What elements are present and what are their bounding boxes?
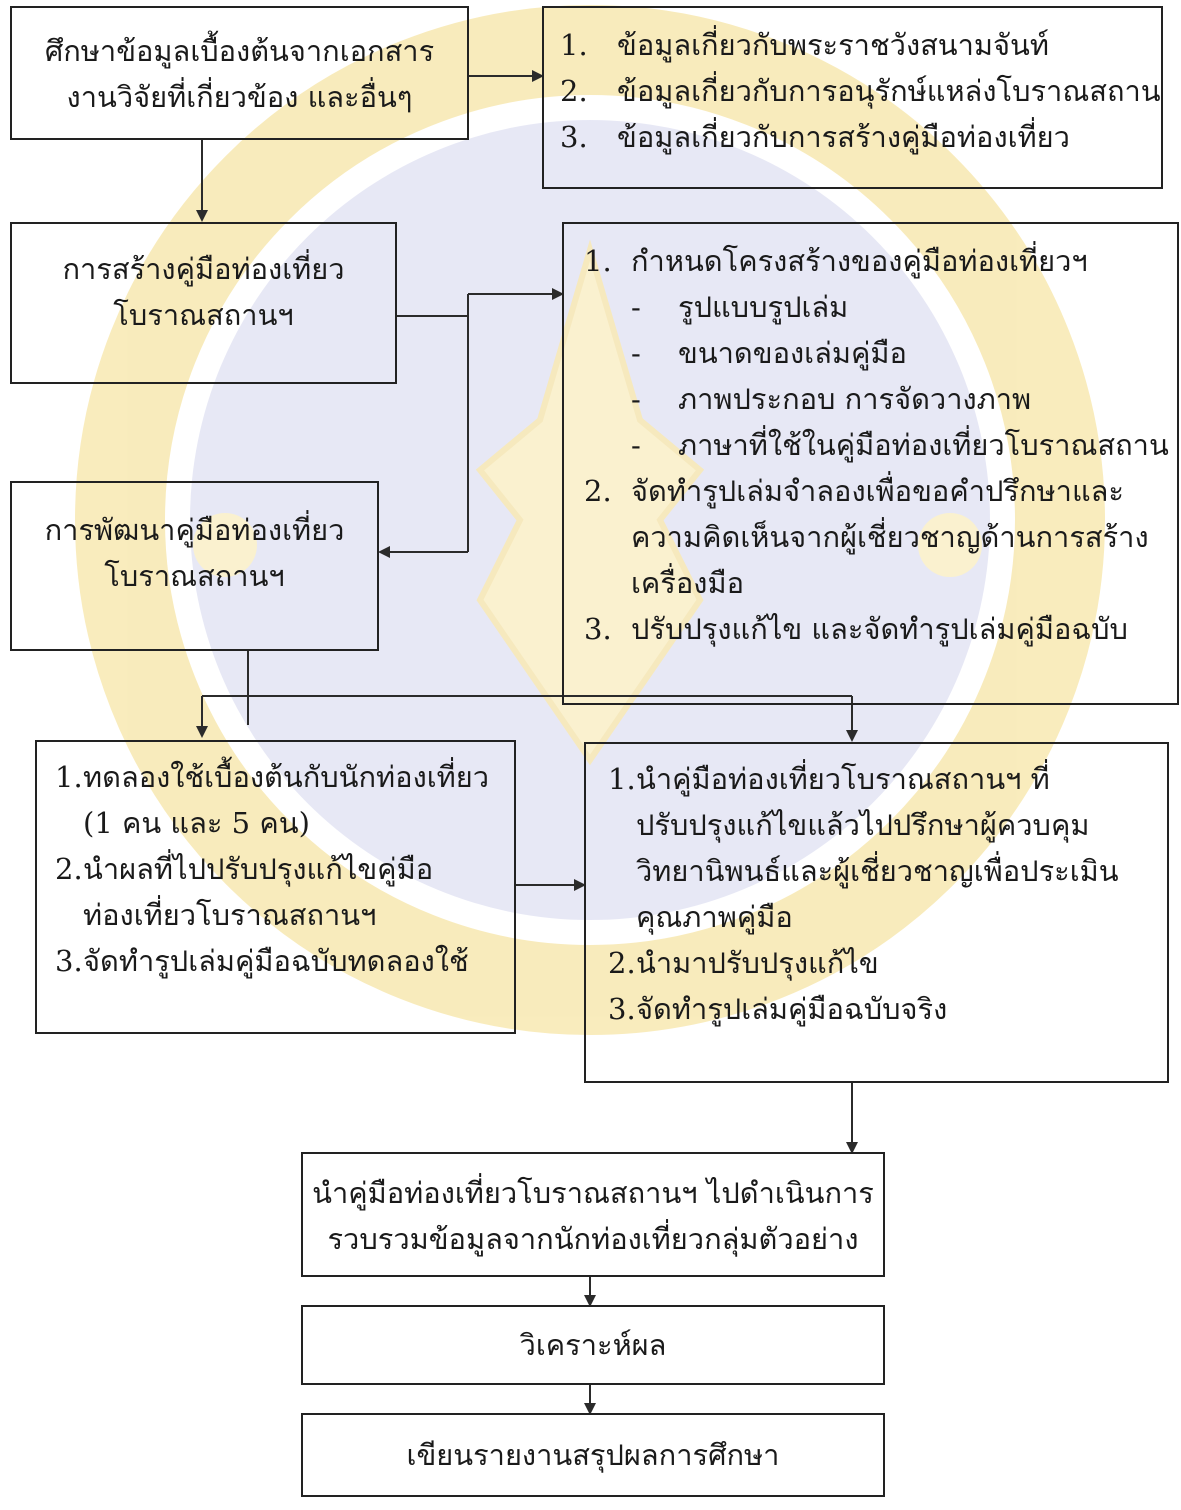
box-create: การสร้างคู่มือท่องเที่ยว โบราณสถานฯ [10,222,397,384]
evaluate-num-1: 1. [608,762,636,796]
evaluate-text-3-line-1: จัดทำรูปเล่มคู่มือฉบับจริง [636,992,948,1026]
trial-text-1-line-2: (1 คน และ 5 คน) [83,806,310,840]
watermark-left-ornament [193,513,257,577]
create-detail-sub-2: - ขนาดของเล่มคู่มือ [564,330,1177,376]
box-evaluate: 1. นำคู่มือท่องเที่ยวโบราณสถานฯ ที่ ปรับ… [584,742,1169,1083]
trial-text-2-line-1: นำผลที่ไปปรับปรุงแก้ไขคู่มือ [83,852,434,886]
report-text: เขียนรายงานสรุปผลการศึกษา [406,1438,780,1472]
study-line-2: งานวิจัยที่เกี่ยวข้อง และอื่นๆ [66,80,413,114]
trial-text-2-line-2: ท่องเที่ยวโบราณสถานฯ [83,898,377,932]
box-create-detail: 1. กำหนดโครงสร้างของคู่มือท่องเที่ยวฯ - … [562,222,1179,705]
trial-item-1: 1. ทดลองใช้เบื้องต้นกับนักท่องเที่ยว (1 … [37,754,514,846]
study-info-text-2: ข้อมูลเกี่ยวกับการอนุรักษ์แหล่งโบราณสถาน [617,74,1161,108]
study-info-item-3: 3. ข้อมูลเกี่ยวกับการสร้างคู่มือท่องเที่… [544,114,1161,160]
trial-item-3: 3. จัดทำรูปเล่มคู่มือฉบับทดลองใช้ [37,938,514,984]
create-detail-text-3: ปรับปรุงแก้ไข และจัดทำรูปเล่มคู่มือฉบับ [631,612,1128,646]
trial-num-2: 2. [55,852,83,886]
create-detail-text-2-line-1: จัดทำรูปเล่มจำลองเพื่อขอคำปรึกษาและ [631,474,1124,508]
evaluate-text-2-line-1: นำมาปรับปรุงแก้ไข [636,946,879,980]
trial-num-3: 3. [55,944,83,978]
create-detail-sub-text-2: ขนาดของเล่มคู่มือ [678,336,907,370]
evaluate-item-2: 2. นำมาปรับปรุงแก้ไข [586,940,1167,986]
create-detail-dash-4: - [631,428,641,462]
study-info-num-2: 2. [560,74,588,108]
box-collect: นำคู่มือท่องเที่ยวโบราณสถานฯ ไปดำเนินการ… [301,1152,885,1277]
analyze-text: วิเคราะห์ผล [519,1328,667,1362]
evaluate-text-1-line-3: วิทยานิพนธ์และผู้เชี่ยวชาญเพื่อประเมิน [636,854,1119,888]
create-detail-text-1: กำหนดโครงสร้างของคู่มือท่องเที่ยวฯ [631,244,1088,278]
create-detail-sub-text-4: ภาษาที่ใช้ในคู่มือท่องเที่ยวโบราณสถาน [678,428,1169,462]
create-detail-num-1: 1. [584,244,612,278]
study-line-1: ศึกษาข้อมูลเบื้องต้นจากเอกสาร [44,34,435,68]
study-info-item-1: 1. ข้อมูลเกี่ยวกับพระราชวังสนามจันท์ [544,22,1161,68]
trial-text-3-line-1: จัดทำรูปเล่มคู่มือฉบับทดลองใช้ [83,944,469,978]
box-study-info: 1. ข้อมูลเกี่ยวกับพระราชวังสนามจันท์ 2. … [542,6,1163,189]
create-detail-sub-1: - รูปแบบรูปเล่ม [564,284,1177,330]
watermark-crown [475,239,705,766]
evaluate-num-3: 3. [608,992,636,1026]
create-detail-sub-4: - ภาษาที่ใช้ในคู่มือท่องเที่ยวโบราณสถาน [564,422,1177,468]
create-detail-dash-2: - [631,336,641,370]
create-detail-num-2: 2. [584,474,612,508]
create-detail-sub-text-3: ภาพประกอบ การจัดวางภาพ [678,382,1032,416]
watermark-outer-ring [75,5,1105,1035]
create-detail-num-3: 3. [584,612,612,646]
develop-line-1: การพัฒนาคู่มือท่องเที่ยว [44,513,345,547]
trial-text-1-line-1: ทดลองใช้เบื้องต้นกับนักท่องเที่ยว [83,760,490,794]
study-info-num-3: 3. [560,120,588,154]
study-info-text-3: ข้อมูลเกี่ยวกับการสร้างคู่มือท่องเที่ยว [617,120,1070,154]
create-line-2: โบราณสถานฯ [113,298,294,332]
study-info-text-1: ข้อมูลเกี่ยวกับพระราชวังสนามจันท์ [617,28,1049,62]
create-detail-sub-text-1: รูปแบบรูปเล่ม [678,290,849,324]
create-detail-dash-1: - [631,290,641,324]
create-detail-item-2: 2. จัดทำรูปเล่มจำลองเพื่อขอคำปรึกษาและ ค… [564,468,1177,606]
collect-line-2: รวบรวมข้อมูลจากนักท่องเที่ยวกลุ่มตัวอย่า… [327,1222,859,1256]
box-study: ศึกษาข้อมูลเบื้องต้นจากเอกสาร งานวิจัยที… [10,6,469,140]
evaluate-text-1-line-4: คุณภาพคู่มือ [636,900,793,934]
create-line-1: การสร้างคู่มือท่องเที่ยว [62,252,345,286]
study-info-num-1: 1. [560,28,588,62]
study-info-item-2: 2. ข้อมูลเกี่ยวกับการอนุรักษ์แหล่งโบราณส… [544,68,1161,114]
box-report: เขียนรายงานสรุปผลการศึกษา [301,1413,885,1497]
evaluate-num-2: 2. [608,946,636,980]
trial-num-1: 1. [55,760,83,794]
evaluate-item-1: 1. นำคู่มือท่องเที่ยวโบราณสถานฯ ที่ ปรับ… [586,756,1167,940]
create-detail-dash-3: - [631,382,641,416]
create-detail-text-2-line-2: ความคิดเห็นจากผู้เชี่ยวชาญด้านการสร้าง [631,520,1149,554]
box-analyze: วิเคราะห์ผล [301,1305,885,1385]
box-trial: 1. ทดลองใช้เบื้องต้นกับนักท่องเที่ยว (1 … [35,740,516,1034]
box-develop: การพัฒนาคู่มือท่องเที่ยว โบราณสถานฯ [10,481,379,651]
develop-line-2: โบราณสถานฯ [104,559,285,593]
evaluate-item-3: 3. จัดทำรูปเล่มคู่มือฉบับจริง [586,986,1167,1032]
evaluate-text-1-line-2: ปรับปรุงแก้ไขแล้วไปปรึกษาผู้ควบคุม [636,808,1090,842]
trial-item-2: 2. นำผลที่ไปปรับปรุงแก้ไขคู่มือ ท่องเที่… [37,846,514,938]
create-detail-sub-3: - ภาพประกอบ การจัดวางภาพ [564,376,1177,422]
create-detail-item-1: 1. กำหนดโครงสร้างของคู่มือท่องเที่ยวฯ [564,238,1177,284]
evaluate-text-1-line-1: นำคู่มือท่องเที่ยวโบราณสถานฯ ที่ [636,762,1050,796]
create-detail-text-2-line-3: เครื่องมือ [631,566,744,600]
collect-line-1: นำคู่มือท่องเที่ยวโบราณสถานฯ ไปดำเนินการ [312,1176,874,1210]
watermark-right-ornament [918,513,982,577]
create-detail-item-3: 3. ปรับปรุงแก้ไข และจัดทำรูปเล่มคู่มือฉบ… [564,606,1177,652]
